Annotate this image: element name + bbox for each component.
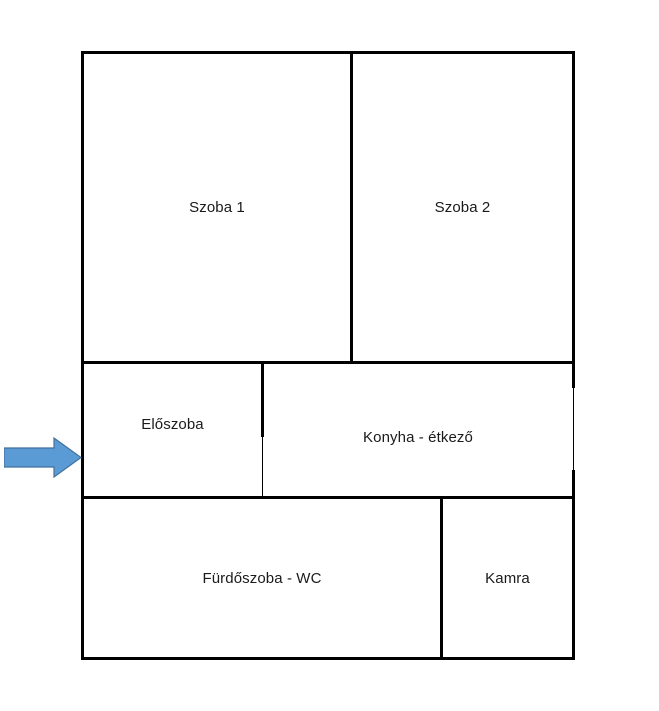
interior-wall-between-szoba1-szoba2 (350, 51, 353, 364)
room-label-szoba-2: Szoba 2 (434, 199, 491, 216)
room-konyha-etkezo[interactable]: Konyha - étkező (264, 364, 572, 496)
room-kamra[interactable]: Kamra (443, 499, 572, 657)
interior-wall-between-furdoszoba-kamra (440, 497, 443, 658)
room-label-eloszoba: Előszoba (141, 416, 204, 433)
doorway-eloszoba-konyha (262, 435, 263, 497)
exterior-wall-left-upper (81, 51, 84, 364)
exterior-wall-left-lower (81, 497, 84, 660)
interior-wall-bedrooms-to-hall (81, 361, 575, 364)
exterior-wall-top (81, 51, 575, 54)
arrow-right-icon (3, 436, 83, 479)
room-label-kamra: Kamra (485, 569, 530, 587)
room-eloszoba[interactable]: Előszoba (84, 364, 261, 496)
entrance-direction-arrow (3, 436, 83, 479)
exterior-wall-bottom (81, 657, 575, 660)
room-furdoszoba-wc[interactable]: Fürdőszoba - WC (84, 499, 440, 657)
interior-wall-between-eloszoba-konyha (261, 361, 264, 437)
interior-wall-hall-to-bath (81, 496, 575, 499)
room-szoba-1[interactable]: Szoba 1 (84, 54, 350, 361)
exterior-wall-right-lower (572, 470, 575, 660)
room-szoba-2[interactable]: Szoba 2 (353, 54, 572, 361)
room-label-konyha-etkezo: Konyha - étkező (363, 429, 473, 446)
exterior-wall-right-upper (572, 51, 575, 388)
room-label-furdoszoba-wc: Fürdőszoba - WC (202, 569, 322, 587)
exterior-wall-right-opening (573, 388, 574, 474)
room-label-szoba-1: Szoba 1 (189, 199, 245, 216)
exterior-wall-left-middle (81, 361, 84, 500)
